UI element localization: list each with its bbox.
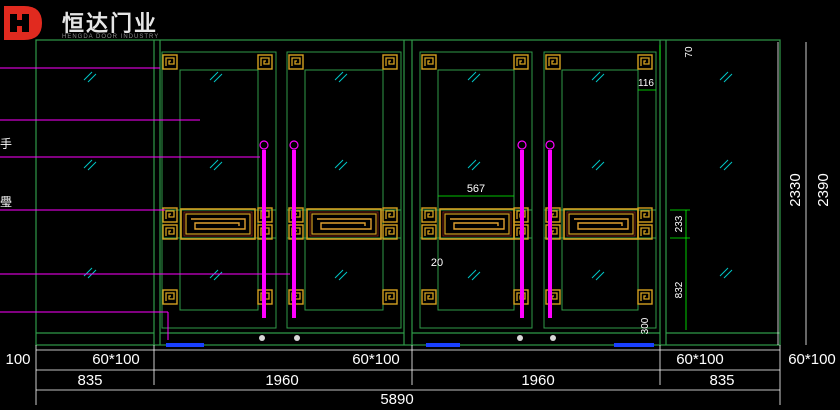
frame-outline (35, 39, 781, 346)
dim-right-side: 835 (709, 372, 734, 389)
door-leaf-1 (161, 51, 277, 329)
dim-frame-border: 116 (638, 78, 654, 89)
annotation-leaders (0, 67, 290, 340)
dim-height-total: 2390 (815, 173, 832, 206)
dim-edge-left: 100 (5, 351, 30, 368)
white-dimensions (35, 42, 807, 405)
dim-door-pair-right: 1960 (521, 372, 554, 389)
dim-lower-height: 832 (674, 281, 685, 298)
dim-post-right-outer: 60*100 (788, 351, 836, 368)
decor-panels (180, 208, 639, 240)
brand-name: 恒达门业 (62, 12, 159, 37)
dim-post-left: 60*100 (92, 351, 140, 368)
brand-subtitle: HENGDA DOOR INDUSTRY (62, 34, 160, 40)
green-dimensions (438, 45, 690, 330)
dim-height-door: 2330 (787, 173, 804, 206)
door-handles (259, 140, 555, 318)
dim-door-pair-left: 1960 (265, 372, 298, 389)
door-leaf-4 (543, 51, 657, 329)
dim-panel-center: 233 (674, 215, 685, 232)
glass-hatches (83, 71, 733, 281)
brand-logo-icon (4, 6, 42, 40)
dim-top-margin: 70 (684, 46, 695, 58)
side-label-body: 璺 (0, 195, 12, 209)
side-label-handle: 手 (0, 137, 12, 151)
dim-post-center: 60*100 (352, 351, 400, 368)
fret-ornaments (162, 54, 653, 305)
dim-panel-width: 567 (467, 183, 485, 195)
floor-hardware (166, 335, 654, 347)
door-leaf-2 (286, 51, 402, 329)
dim-left-side: 835 (77, 372, 102, 389)
dim-bottom-height: 300 (640, 317, 651, 334)
dim-total-width: 5890 (380, 391, 413, 408)
brand-header: 恒达门业 HENGDA DOOR INDUSTRY (0, 0, 170, 46)
dim-gap: 20 (431, 257, 443, 269)
dim-post-right-inner: 60*100 (676, 351, 724, 368)
